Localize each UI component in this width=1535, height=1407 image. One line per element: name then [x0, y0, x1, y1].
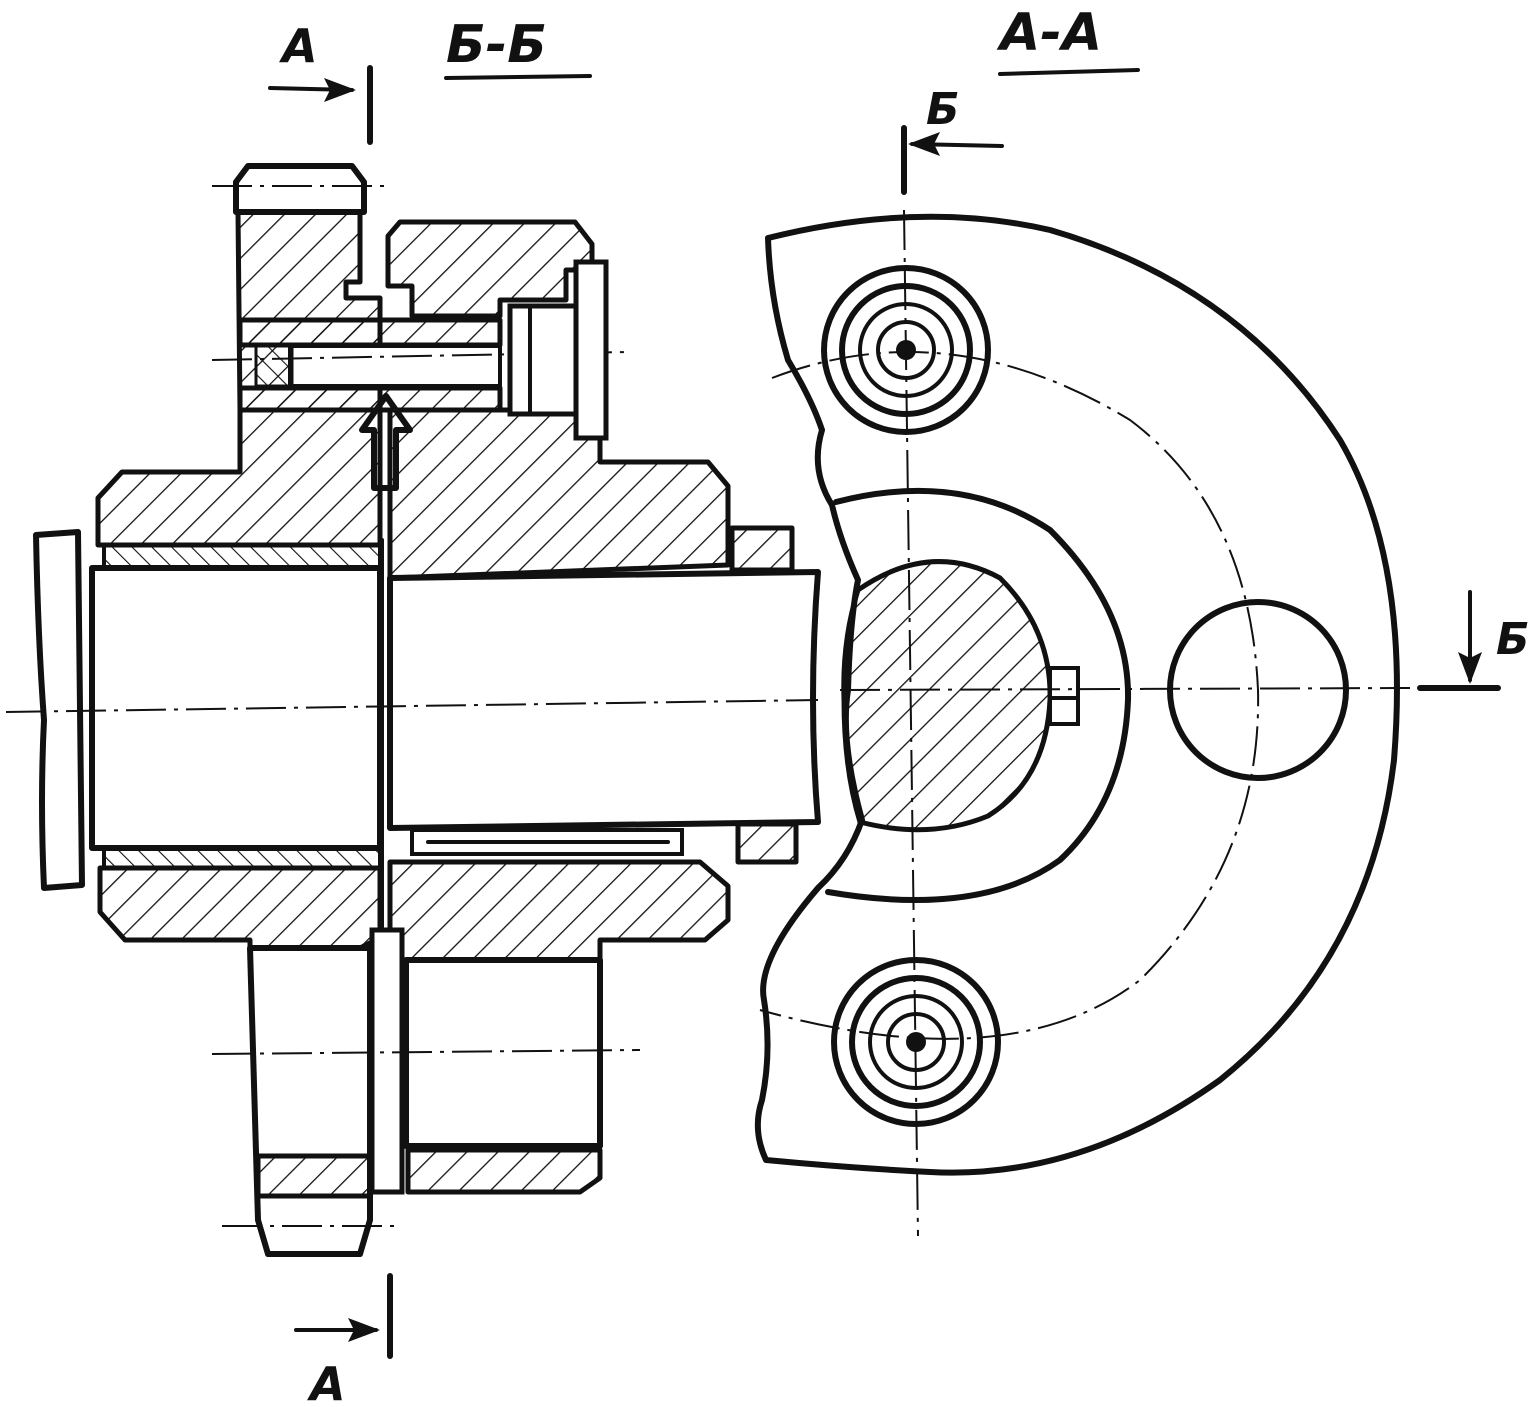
split-gap-pin — [369, 927, 405, 1195]
left-hub-upper — [95, 407, 383, 548]
left-hub-lower — [97, 865, 383, 951]
bolt-circle — [759, 351, 1260, 1040]
pin-hole — [1167, 599, 1349, 781]
right-gear-lower-hatch — [405, 1147, 603, 1195]
cut-b-right-label: Б — [1496, 614, 1530, 665]
lower-gear-axis — [211, 1049, 641, 1055]
pin-bolt — [288, 344, 502, 388]
pin-sleeve — [237, 317, 503, 348]
section-bb-title: Б-Б — [446, 15, 547, 75]
shaft-end-stub — [33, 529, 85, 891]
aa-horizontal-axis — [839, 687, 1411, 691]
left-gear-lower-hatch — [255, 1153, 373, 1199]
section-aa-underline — [998, 68, 1140, 76]
left-bushing-upper — [102, 543, 382, 570]
pin-washer — [573, 259, 609, 441]
pin-threaded-end — [254, 344, 294, 388]
right-hub-lower — [387, 859, 731, 963]
right-gear-lower — [403, 957, 603, 1149]
cut-b-top-label: Б — [926, 84, 960, 135]
cut-a-bottom-label: А — [307, 1357, 346, 1407]
left-gear-tooth-top — [233, 163, 367, 215]
hub-arc — [825, 487, 1132, 904]
pin-nut — [507, 303, 579, 417]
right-gear-upper — [385, 219, 595, 319]
left-gear-lower — [247, 945, 373, 1257]
aa-vertical-axis — [903, 209, 919, 1237]
main-axis-line — [5, 699, 819, 713]
outer-flange — [754, 213, 1400, 1176]
collar-lower — [735, 821, 799, 865]
section-aa-view — [754, 125, 1501, 1237]
section-bb-underline — [444, 74, 592, 80]
section-aa-title: А-А — [996, 3, 1102, 63]
collar-upper — [729, 525, 795, 573]
section-bb-view — [5, 65, 821, 1359]
shaft-cross-section — [841, 559, 1053, 833]
pin-sleeve-lower — [237, 385, 503, 413]
cone-tip — [359, 393, 413, 491]
shaft-right-part — [387, 569, 821, 831]
right-hub-upper — [387, 407, 731, 581]
cut-a-top-label: А — [279, 19, 318, 73]
